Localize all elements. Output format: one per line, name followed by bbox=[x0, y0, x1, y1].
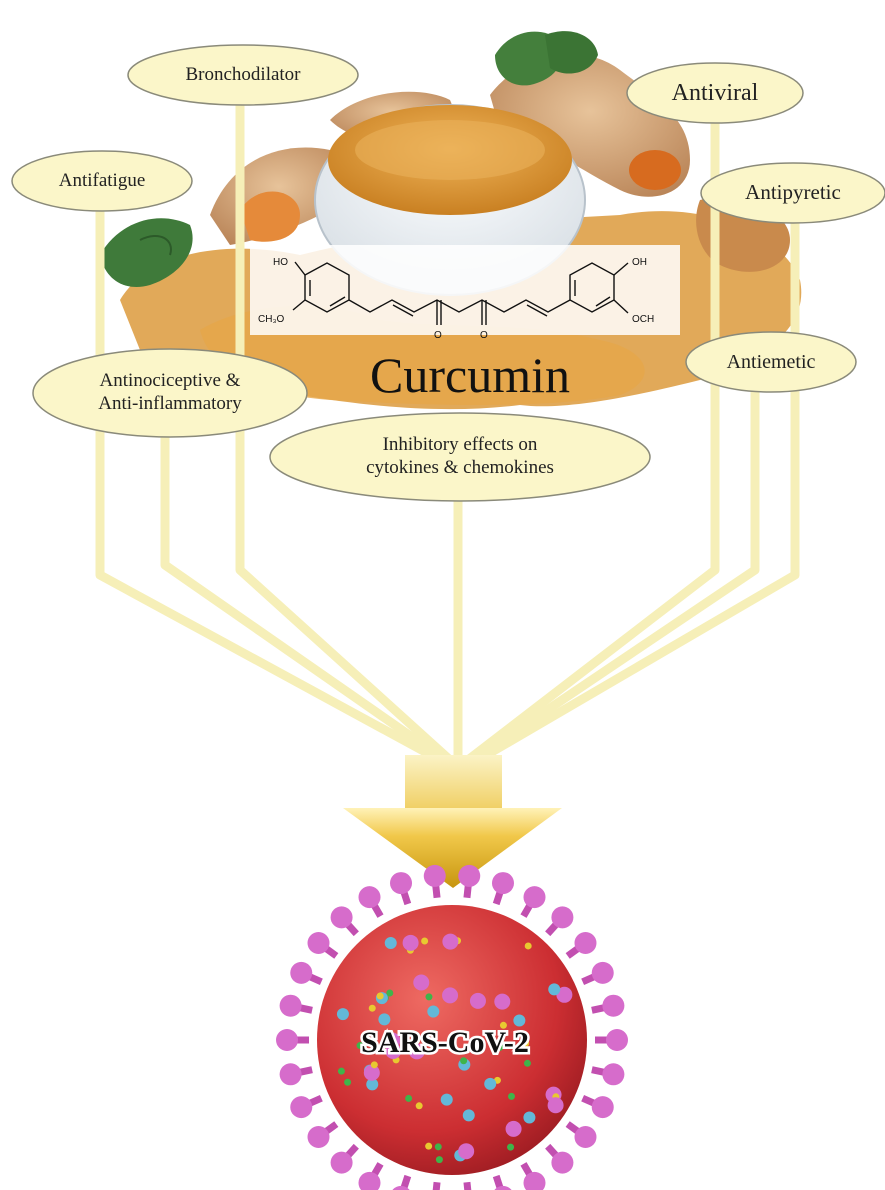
virus-surface-dot bbox=[386, 990, 393, 997]
virus-surface-dot bbox=[507, 1144, 514, 1151]
virus-surface-dot bbox=[548, 983, 560, 995]
virus-surface-dot bbox=[523, 1112, 535, 1124]
virus-surface-dot bbox=[425, 1143, 432, 1150]
virus-surface-dot bbox=[413, 975, 429, 991]
antinociceptive-label: Antinociceptive & Anti-inflammatory bbox=[33, 364, 307, 422]
och3-left-label: CH₃O bbox=[258, 314, 285, 325]
virus-surface-dot bbox=[337, 1008, 349, 1020]
virus-surface-dot bbox=[427, 1006, 439, 1018]
virus-surface-dot bbox=[338, 1068, 345, 1075]
spike-head bbox=[524, 886, 546, 908]
spike-head bbox=[492, 872, 514, 894]
virus-surface-dot bbox=[344, 1079, 351, 1086]
antinociceptive-line2: Anti-inflammatory bbox=[98, 393, 242, 416]
och-right-label: OCH bbox=[632, 314, 654, 325]
spike-head bbox=[458, 865, 480, 887]
spike-head bbox=[280, 1063, 302, 1085]
spike-head bbox=[551, 906, 573, 928]
virus-surface-dot bbox=[436, 1156, 443, 1163]
spike-head bbox=[592, 1096, 614, 1118]
spike-head bbox=[574, 1126, 596, 1148]
spike-head bbox=[280, 995, 302, 1017]
spike-head bbox=[592, 962, 614, 984]
virus-surface-dot bbox=[377, 992, 384, 999]
spike-head bbox=[602, 995, 624, 1017]
antiemetic-text: Antiemetic bbox=[727, 350, 816, 374]
antiviral-text: Antiviral bbox=[672, 79, 759, 108]
spike-head bbox=[331, 1152, 353, 1174]
antipyretic-text: Antipyretic bbox=[745, 180, 841, 205]
spike-head bbox=[551, 1152, 573, 1174]
curcumin-title: Curcumin bbox=[370, 347, 570, 403]
spike-head bbox=[331, 906, 353, 928]
antifatigue-text: Antifatigue bbox=[59, 170, 146, 193]
o-right-label: O bbox=[480, 330, 488, 341]
spike-head bbox=[308, 1126, 330, 1148]
inhibitory-line1: Inhibitory effects on bbox=[383, 434, 538, 457]
virus-label: SARS-CoV-2 bbox=[361, 1026, 529, 1059]
virus-surface-dot bbox=[369, 1005, 376, 1012]
inhibitory-line2: cytokines & chemokines bbox=[366, 457, 554, 480]
o-left-label: O bbox=[434, 330, 442, 341]
spike-head bbox=[492, 1186, 514, 1190]
virus-surface-dot bbox=[385, 937, 397, 949]
spike-head bbox=[602, 1063, 624, 1085]
virus-surface-dot bbox=[435, 1143, 442, 1150]
spike-head bbox=[390, 1186, 412, 1190]
spike-head bbox=[606, 1029, 628, 1051]
antinociceptive-line1: Antinociceptive & bbox=[100, 370, 241, 393]
antiemetic-label: Antiemetic bbox=[686, 344, 856, 380]
virus-surface-dot bbox=[506, 1121, 522, 1137]
virus-surface-dot bbox=[513, 1015, 525, 1027]
ho-left-label: HO bbox=[273, 257, 288, 268]
virus-surface-dot bbox=[524, 1060, 531, 1067]
virus-surface-dot bbox=[371, 1061, 378, 1068]
virus-surface-dot bbox=[405, 1095, 412, 1102]
virus-surface-dot bbox=[494, 994, 510, 1010]
virus-surface-dot bbox=[416, 1102, 423, 1109]
antifatigue-label: Antifatigue bbox=[12, 163, 192, 199]
bronchodilator-text: Bronchodilator bbox=[185, 64, 300, 87]
spike-head bbox=[390, 872, 412, 894]
virus-surface-dot bbox=[425, 993, 432, 1000]
inhibitory-label: Inhibitory effects on cytokines & chemok… bbox=[270, 428, 650, 486]
spike-head bbox=[290, 1096, 312, 1118]
down-arrow bbox=[343, 755, 562, 888]
virus-surface-dot bbox=[421, 937, 428, 944]
antipyretic-label: Antipyretic bbox=[701, 175, 885, 211]
structure-backdrop bbox=[250, 245, 680, 335]
spike-head bbox=[359, 886, 381, 908]
virus-surface-dot bbox=[508, 1093, 515, 1100]
oh-right-label: OH bbox=[632, 257, 647, 268]
spike-head bbox=[290, 962, 312, 984]
spike-head bbox=[276, 1029, 298, 1051]
antiviral-label: Antiviral bbox=[627, 74, 803, 112]
virus-surface-dot bbox=[548, 1097, 564, 1113]
virus-surface-dot bbox=[525, 942, 532, 949]
virus-surface-dot bbox=[484, 1078, 496, 1090]
spike-head bbox=[574, 932, 596, 954]
spike-head bbox=[424, 865, 446, 887]
bronchodilator-label: Bronchodilator bbox=[128, 57, 358, 93]
virus-surface-dot bbox=[458, 1143, 474, 1159]
virus-surface-dot bbox=[378, 1013, 390, 1025]
virus-surface-dot bbox=[442, 987, 458, 1003]
virus-surface-dot bbox=[442, 934, 458, 950]
spike-stem bbox=[435, 1182, 437, 1190]
virus-surface-dot bbox=[463, 1109, 475, 1121]
virus-surface-dot bbox=[403, 935, 419, 951]
spike-stem bbox=[467, 1182, 469, 1190]
spike-head bbox=[308, 932, 330, 954]
virus-surface-dot bbox=[441, 1094, 453, 1106]
virus-surface-dot bbox=[470, 993, 486, 1009]
